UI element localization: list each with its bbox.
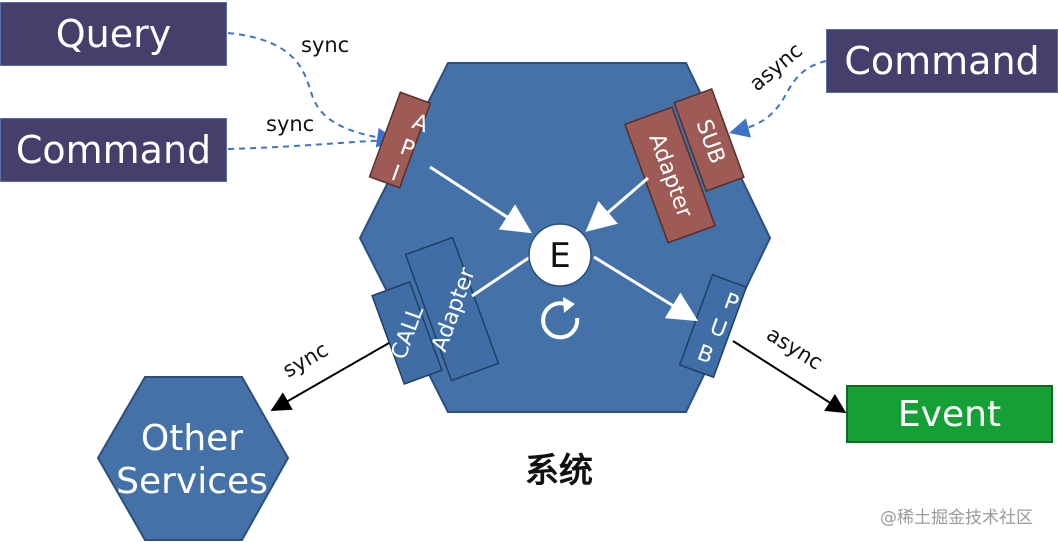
command-box-right: Command bbox=[826, 29, 1058, 93]
command-to-sub-arrow bbox=[729, 60, 827, 138]
other-services-hexagon bbox=[96, 376, 290, 541]
command-left-label: Command bbox=[15, 128, 212, 172]
core-to-pub-arrow bbox=[593, 255, 699, 322]
command-sync-label: sync bbox=[266, 112, 314, 136]
system-label: 系统 bbox=[525, 451, 593, 491]
query-box: Query bbox=[0, 2, 227, 66]
other-services-line2: Services bbox=[116, 461, 268, 502]
call-to-other-services-arrow bbox=[270, 342, 390, 411]
sub-port bbox=[673, 88, 745, 192]
core-entity-label: E bbox=[549, 236, 570, 276]
command-to-api-arrow bbox=[227, 139, 394, 150]
query-sync-label: sync bbox=[301, 33, 349, 57]
api-port bbox=[368, 91, 432, 189]
command-box-left: Command bbox=[0, 118, 227, 182]
pub-to-event-arrow bbox=[732, 340, 847, 414]
adapter-to-core-arrow bbox=[585, 176, 649, 232]
event-box: Event bbox=[846, 385, 1053, 443]
pub-letter-u: U bbox=[706, 314, 730, 343]
api-to-core-arrow bbox=[429, 165, 533, 234]
core-to-call-adapter-line bbox=[471, 255, 531, 298]
watermark: @稀土掘金技术社区 bbox=[880, 508, 1033, 528]
core-entity-circle bbox=[528, 223, 592, 287]
command-async-label: async bbox=[745, 38, 807, 96]
query-label: Query bbox=[55, 12, 172, 56]
call-port bbox=[371, 281, 443, 385]
call-sync-label: sync bbox=[279, 337, 333, 382]
call-adapter-port bbox=[404, 236, 500, 382]
refresh-icon bbox=[541, 297, 580, 340]
event-label: Event bbox=[897, 393, 1002, 435]
other-services-line1: Other bbox=[141, 418, 243, 459]
query-to-api-arrow bbox=[227, 32, 397, 148]
command-right-label: Command bbox=[844, 39, 1040, 83]
sub-adapter-port bbox=[623, 106, 717, 244]
